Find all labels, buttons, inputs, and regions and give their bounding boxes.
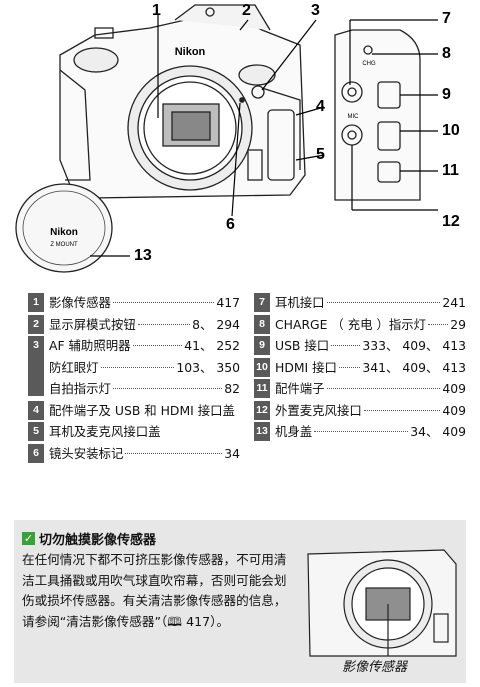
cap-logo: Nikon	[50, 227, 78, 238]
callout-13: 13	[134, 247, 152, 264]
part-number: 4	[28, 400, 44, 420]
note-body: 在任何情况下都不可挤压影像传感器，不可用清洁工具捅戳或用吹气球直吹帘幕，否则可能…	[22, 552, 287, 629]
part-label: 机身盖	[275, 424, 313, 439]
caution-note: ✓ 切勿触摸影像传感器 在任何情况下都不可挤压影像传感器，不可用清洁工具捅戳或用…	[14, 520, 466, 683]
part-label: 外置麦克风接口	[275, 402, 362, 418]
parts-column-right: 7 耳机接口 241 8 CHARGE （ 充电 ）指示灯 29 9 USB 接口 3…	[254, 292, 466, 443]
cap-subtext: Z MOUNT	[50, 242, 78, 248]
part-number: 11	[254, 379, 270, 398]
part-number: 9	[254, 336, 270, 355]
part-label: 自拍指示灯	[49, 381, 111, 396]
body-cap-illustration: Nikon Z MOUNT	[15, 183, 113, 273]
part-label: 配件端子	[275, 381, 325, 396]
part-row: 11 配件端子 409	[254, 378, 466, 400]
part-label: 影像传感器	[49, 295, 111, 310]
callout-1: 1	[152, 2, 161, 19]
part-label: USB 接口	[275, 338, 330, 353]
part-number: 2	[28, 314, 44, 334]
callout-9: 9	[442, 86, 451, 103]
side-port-inset	[334, 29, 421, 201]
part-number: 5	[28, 422, 44, 441]
check-icon: ✓	[22, 532, 35, 545]
part-page: 341、 409、 413	[362, 359, 466, 375]
chg-label: CHG	[362, 61, 376, 67]
part-row: 7 耳机接口 241	[254, 292, 466, 314]
part-number: 12	[254, 400, 270, 420]
callout-2: 2	[242, 2, 251, 19]
part-page: 34	[224, 445, 240, 461]
part-page: 41、 252	[184, 338, 240, 353]
part-number: 13	[254, 422, 270, 441]
part-row: 5 耳机及麦克风接口盖	[28, 421, 240, 443]
sensor-thumbnail	[307, 549, 457, 657]
mic-label: MIC	[348, 114, 360, 120]
parts-column-left: 1 影像传感器 417 2 显示屏模式按钮 8、 294 3 AF 辅助照明器 41、…	[28, 292, 240, 464]
camera-front-diagram: Nikon Nikon Z MOUNT CHG MIC	[15, 4, 438, 273]
parts-list: 1 影像传感器 417 2 显示屏模式按钮 8、 294 3 AF 辅助照明器 41、…	[28, 292, 466, 464]
part-row: 12 外置麦克风接口 409	[254, 400, 466, 422]
part-label: 耳机及麦克风接口盖	[49, 424, 161, 439]
part-number: 6	[28, 443, 44, 463]
part-row: 1 影像传感器 417	[28, 292, 240, 314]
callout-10: 10	[442, 122, 460, 139]
part-page: 409	[442, 381, 466, 396]
part-number: 1	[28, 293, 44, 312]
camera-logo: Nikon	[175, 46, 206, 58]
callout-7: 7	[442, 10, 451, 27]
camera-body-illustration	[59, 4, 306, 199]
part-page: 82	[224, 381, 240, 396]
part-label: 配件端子及 USB 和 HDMI 接口盖	[49, 402, 235, 418]
note-title: ✓ 切勿触摸影像传感器	[22, 529, 156, 548]
part-page: 333、 409、 413	[362, 338, 466, 353]
part-row: 4 配件端子及 USB 和 HDMI 接口盖	[28, 400, 240, 422]
part-number: 8	[254, 314, 270, 334]
part-row: 3 AF 辅助照明器 41、 252 防红眼灯 103、 350 自拍指示灯 82	[28, 335, 240, 400]
part-row: 8 CHARGE （ 充电 ）指示灯 29	[254, 314, 466, 336]
part-label: AF 辅助照明器	[49, 338, 131, 353]
callout-11: 11	[442, 162, 459, 179]
part-row: 6 镜头安装标记 34	[28, 443, 240, 465]
part-row: 10 HDMI 接口 341、 409、 413	[254, 357, 466, 379]
callout-12: 12	[442, 213, 460, 230]
part-label: CHARGE （ 充电 ）指示灯	[275, 316, 427, 332]
note-title-text: 切勿触摸影像传感器	[39, 533, 157, 548]
part-page: 103、 350	[176, 359, 240, 375]
leader-lines	[90, 14, 438, 257]
part-number: 3	[28, 336, 44, 396]
part-label: HDMI 接口	[275, 359, 337, 375]
part-page: 8、 294	[192, 316, 240, 332]
part-page: 34、 409	[410, 424, 466, 439]
callout-6: 6	[226, 216, 235, 233]
part-row: 9 USB 接口 333、 409、 413	[254, 335, 466, 357]
part-label: 耳机接口	[275, 295, 325, 310]
part-page: 29	[450, 316, 466, 332]
part-number: 7	[254, 293, 270, 312]
part-row: 13 机身盖 34、 409	[254, 421, 466, 443]
part-row: 2 显示屏模式按钮 8、 294	[28, 314, 240, 336]
part-label: 镜头安装标记	[49, 445, 124, 461]
callout-8: 8	[442, 45, 451, 62]
part-label: 防红眼灯	[49, 359, 99, 375]
part-label: 显示屏模式按钮	[49, 316, 136, 332]
part-number: 10	[254, 357, 270, 377]
part-page: 241	[442, 295, 466, 310]
part-page: 417	[216, 295, 240, 310]
callout-3: 3	[311, 2, 320, 19]
sensor-caption: 影像传感器	[342, 660, 408, 675]
callout-5: 5	[316, 146, 325, 163]
callout-4: 4	[316, 98, 325, 115]
part-page: 409	[442, 402, 466, 418]
